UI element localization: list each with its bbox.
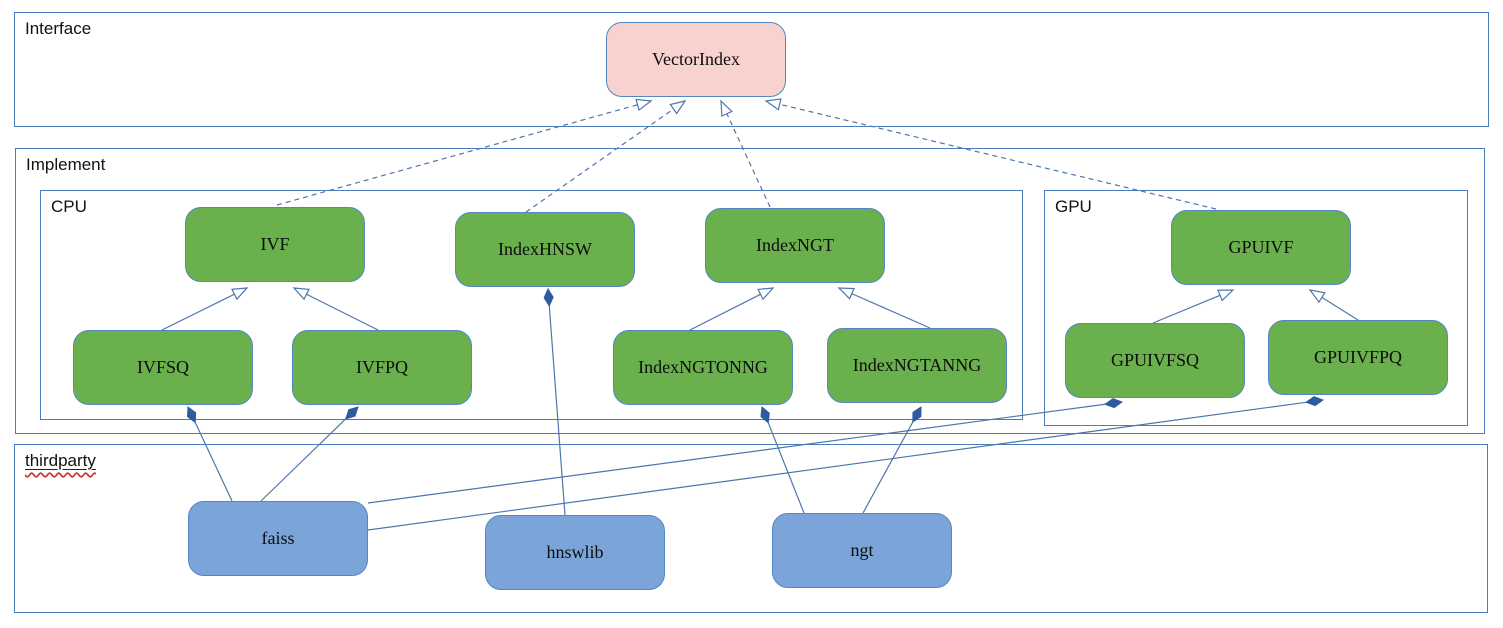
interface-container-label: Interface [25,19,92,38]
thirdparty-container-label: thirdparty [25,451,96,471]
node-vectorindex-label: VectorIndex [652,49,740,69]
node-indexhnsw-label: IndexHNSW [498,239,592,259]
node-hnswlib-label: hnswlib [546,542,604,562]
node-ngt-label: ngt [850,540,874,560]
node-vectorindex: VectorIndex [606,22,786,97]
node-gpuivf: GPUIVF [1171,210,1351,285]
node-faiss: faiss [188,501,368,576]
thirdparty-container-label-text: thirdparty [25,451,96,470]
node-indexngt: IndexNGT [705,208,885,283]
node-indexngt-label: IndexNGT [756,235,834,255]
node-faiss-label: faiss [261,528,295,548]
node-ngt: ngt [772,513,952,588]
node-gpuivf-label: GPUIVF [1228,237,1294,257]
node-gpuivfsq-label: GPUIVFSQ [1110,350,1200,370]
node-ivf-label: IVF [260,234,290,254]
node-gpuivfpq: GPUIVFPQ [1268,320,1448,395]
implement-container-label: Implement [26,155,106,174]
node-ivfpq-label: IVFPQ [355,357,408,377]
node-ivfsq: IVFSQ [73,330,253,405]
node-indexngtanng-label: IndexNGTANNG [852,355,982,375]
node-gpuivfsq: GPUIVFSQ [1065,323,1245,398]
node-ivf: IVF [185,207,365,282]
cpu-container-label: CPU [51,197,87,216]
node-indexngtonng-label: IndexNGTONNG [638,357,768,377]
node-indexngtanng: IndexNGTANNG [827,328,1007,403]
node-hnswlib: hnswlib [485,515,665,590]
gpu-container-label: GPU [1055,197,1092,216]
node-indexhnsw: IndexHNSW [455,212,635,287]
node-gpuivfpq-label: GPUIVFPQ [1313,347,1403,367]
node-ivfpq: IVFPQ [292,330,472,405]
node-indexngtonng: IndexNGTONNG [613,330,793,405]
node-ivfsq-label: IVFSQ [136,357,189,377]
